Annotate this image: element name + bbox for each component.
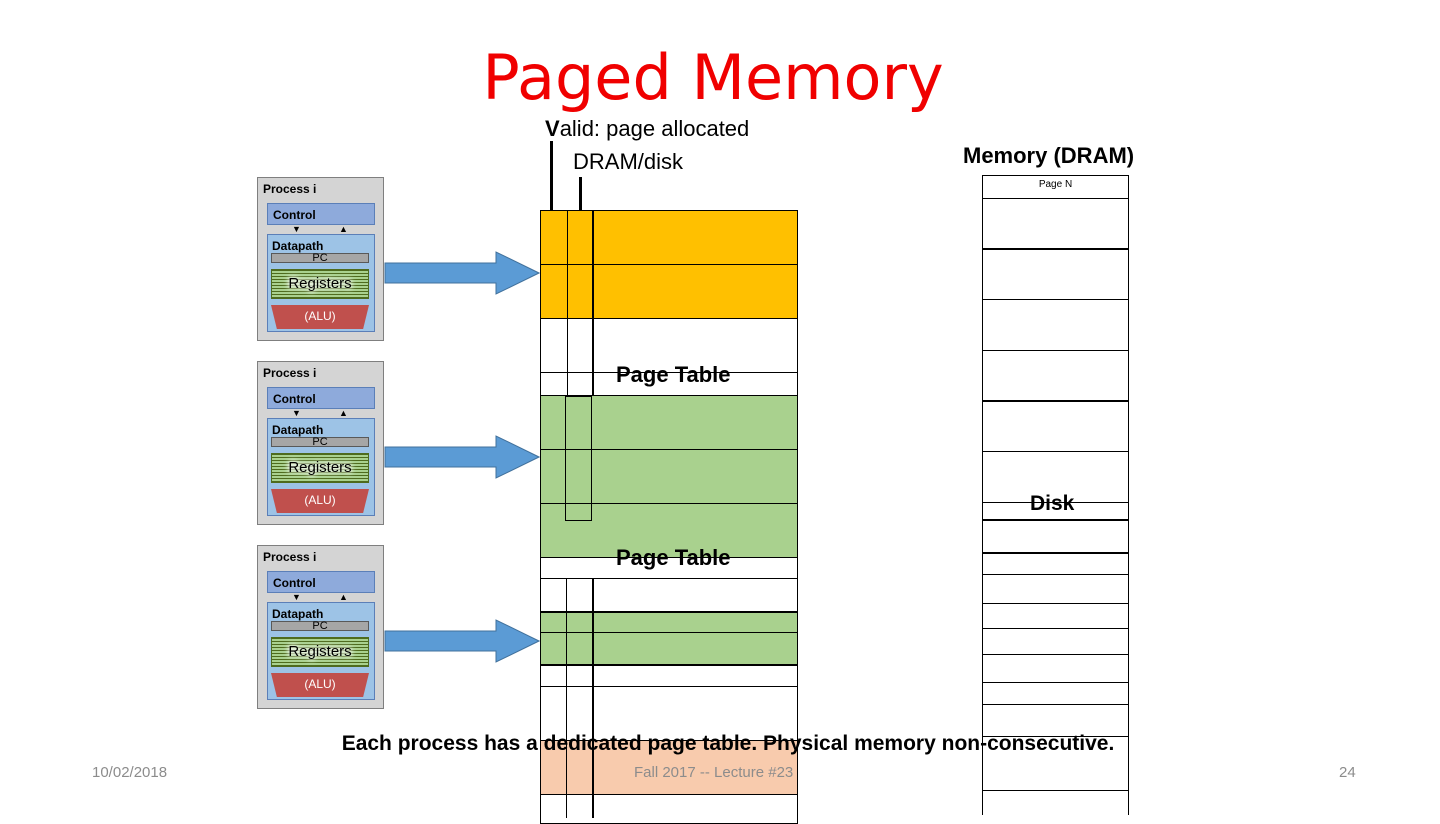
valid-column-divider xyxy=(567,210,568,396)
datapath-title: Datapath xyxy=(272,423,324,437)
arrow-down-icon: ▼ xyxy=(292,408,301,418)
memory-page-divider xyxy=(982,790,1129,791)
control-unit: Control xyxy=(267,203,375,225)
datapath: Datapath PC Registers (ALU) xyxy=(267,234,375,332)
dram-column-divider xyxy=(592,210,594,396)
arrow-up-icon: ▲ xyxy=(339,408,348,418)
program-counter: PC xyxy=(271,621,369,632)
page-table-entry xyxy=(540,395,798,450)
memory-page-divider xyxy=(982,654,1129,655)
memory-page-divider xyxy=(982,502,1129,503)
valid-bit-label: Valid: page allocated xyxy=(545,116,749,142)
disk-label: Disk xyxy=(1030,492,1075,515)
slide-title: Paged Memory xyxy=(482,41,944,114)
memory-dram-column xyxy=(982,175,1129,815)
alu: (ALU) xyxy=(271,305,369,329)
registers: Registers xyxy=(271,269,369,299)
memory-page-divider xyxy=(982,400,1129,402)
memory-page-divider xyxy=(982,350,1129,351)
memory-page-divider xyxy=(982,736,1129,737)
memory-page-divider xyxy=(982,552,1129,554)
memory-page-divider xyxy=(982,248,1129,250)
valid-bit-pointer-line xyxy=(550,141,553,211)
alu-label: (ALU) xyxy=(304,493,336,507)
page-table-entry xyxy=(540,210,798,265)
memory-page-divider xyxy=(982,574,1129,575)
page-table-entry xyxy=(540,665,798,687)
memory-title: Memory (DRAM) xyxy=(963,143,1135,168)
registers-label: Registers xyxy=(288,275,352,292)
alu-label: (ALU) xyxy=(304,309,336,323)
program-counter: PC xyxy=(271,253,369,264)
registers-label: Registers xyxy=(288,459,352,476)
arrow-up-icon: ▲ xyxy=(339,592,348,602)
memory-page-divider xyxy=(982,198,1129,199)
page-table-entry xyxy=(540,578,798,612)
slide-caption: Each process has a dedicated page table.… xyxy=(341,732,1115,755)
slide-number: 24 xyxy=(1339,764,1356,781)
dram-column-box xyxy=(565,396,592,521)
valid-bit-label-text: alid: page allocated xyxy=(559,116,750,141)
datapath-title: Datapath xyxy=(272,607,324,621)
page-table-entry xyxy=(540,611,798,633)
process-title: Process i xyxy=(263,550,317,564)
control-unit: Control xyxy=(267,387,375,409)
arrow-down-icon: ▼ xyxy=(292,224,301,234)
process-to-page-table-arrow-icon xyxy=(384,435,540,479)
valid-column-divider xyxy=(566,578,567,818)
page-table-entry xyxy=(540,557,798,579)
process-title: Process i xyxy=(263,366,317,380)
dram-disk-label: DRAM/disk xyxy=(573,149,684,174)
registers: Registers xyxy=(271,637,369,667)
page-table-entry xyxy=(540,632,798,666)
arrow-down-icon: ▼ xyxy=(292,592,301,602)
control-unit: Control xyxy=(267,571,375,593)
memory-page-divider xyxy=(982,704,1129,705)
page-n-label: Page N xyxy=(1038,179,1073,190)
alu: (ALU) xyxy=(271,489,369,513)
page-table-label-1: Page Table xyxy=(616,362,731,387)
memory-page-divider xyxy=(982,682,1129,683)
process-to-page-table-arrow-icon xyxy=(384,619,540,663)
footer-date: 10/02/2018 xyxy=(92,764,168,781)
alu: (ALU) xyxy=(271,673,369,697)
valid-bit-label-initial: V xyxy=(545,116,560,141)
datapath-title: Datapath xyxy=(272,239,324,253)
memory-page-divider xyxy=(982,628,1129,629)
dram-disk-pointer-line xyxy=(579,177,582,211)
process-block-2: Process i Control ▼ ▲ Datapath PC Regist… xyxy=(257,361,384,525)
memory-page-divider xyxy=(982,451,1129,452)
datapath: Datapath PC Registers (ALU) xyxy=(267,602,375,700)
page-table-entry xyxy=(540,794,798,824)
footer-lecture: Fall 2017 -- Lecture #23 xyxy=(634,764,794,781)
memory-page-divider xyxy=(982,299,1129,300)
registers: Registers xyxy=(271,453,369,483)
arrow-up-icon: ▲ xyxy=(339,224,348,234)
program-counter: PC xyxy=(271,437,369,448)
registers-label: Registers xyxy=(288,643,352,660)
memory-page-divider xyxy=(982,603,1129,604)
memory-page-divider xyxy=(982,519,1129,521)
page-table-entry xyxy=(540,264,798,319)
dram-column-divider xyxy=(592,578,594,818)
datapath: Datapath PC Registers (ALU) xyxy=(267,418,375,516)
process-title: Process i xyxy=(263,182,317,196)
process-to-page-table-arrow-icon xyxy=(384,251,540,295)
process-block-1: Process i Control ▼ ▲ Datapath PC Regist… xyxy=(257,177,384,341)
alu-label: (ALU) xyxy=(304,677,336,691)
process-block-3: Process i Control ▼ ▲ Datapath PC Regist… xyxy=(257,545,384,709)
